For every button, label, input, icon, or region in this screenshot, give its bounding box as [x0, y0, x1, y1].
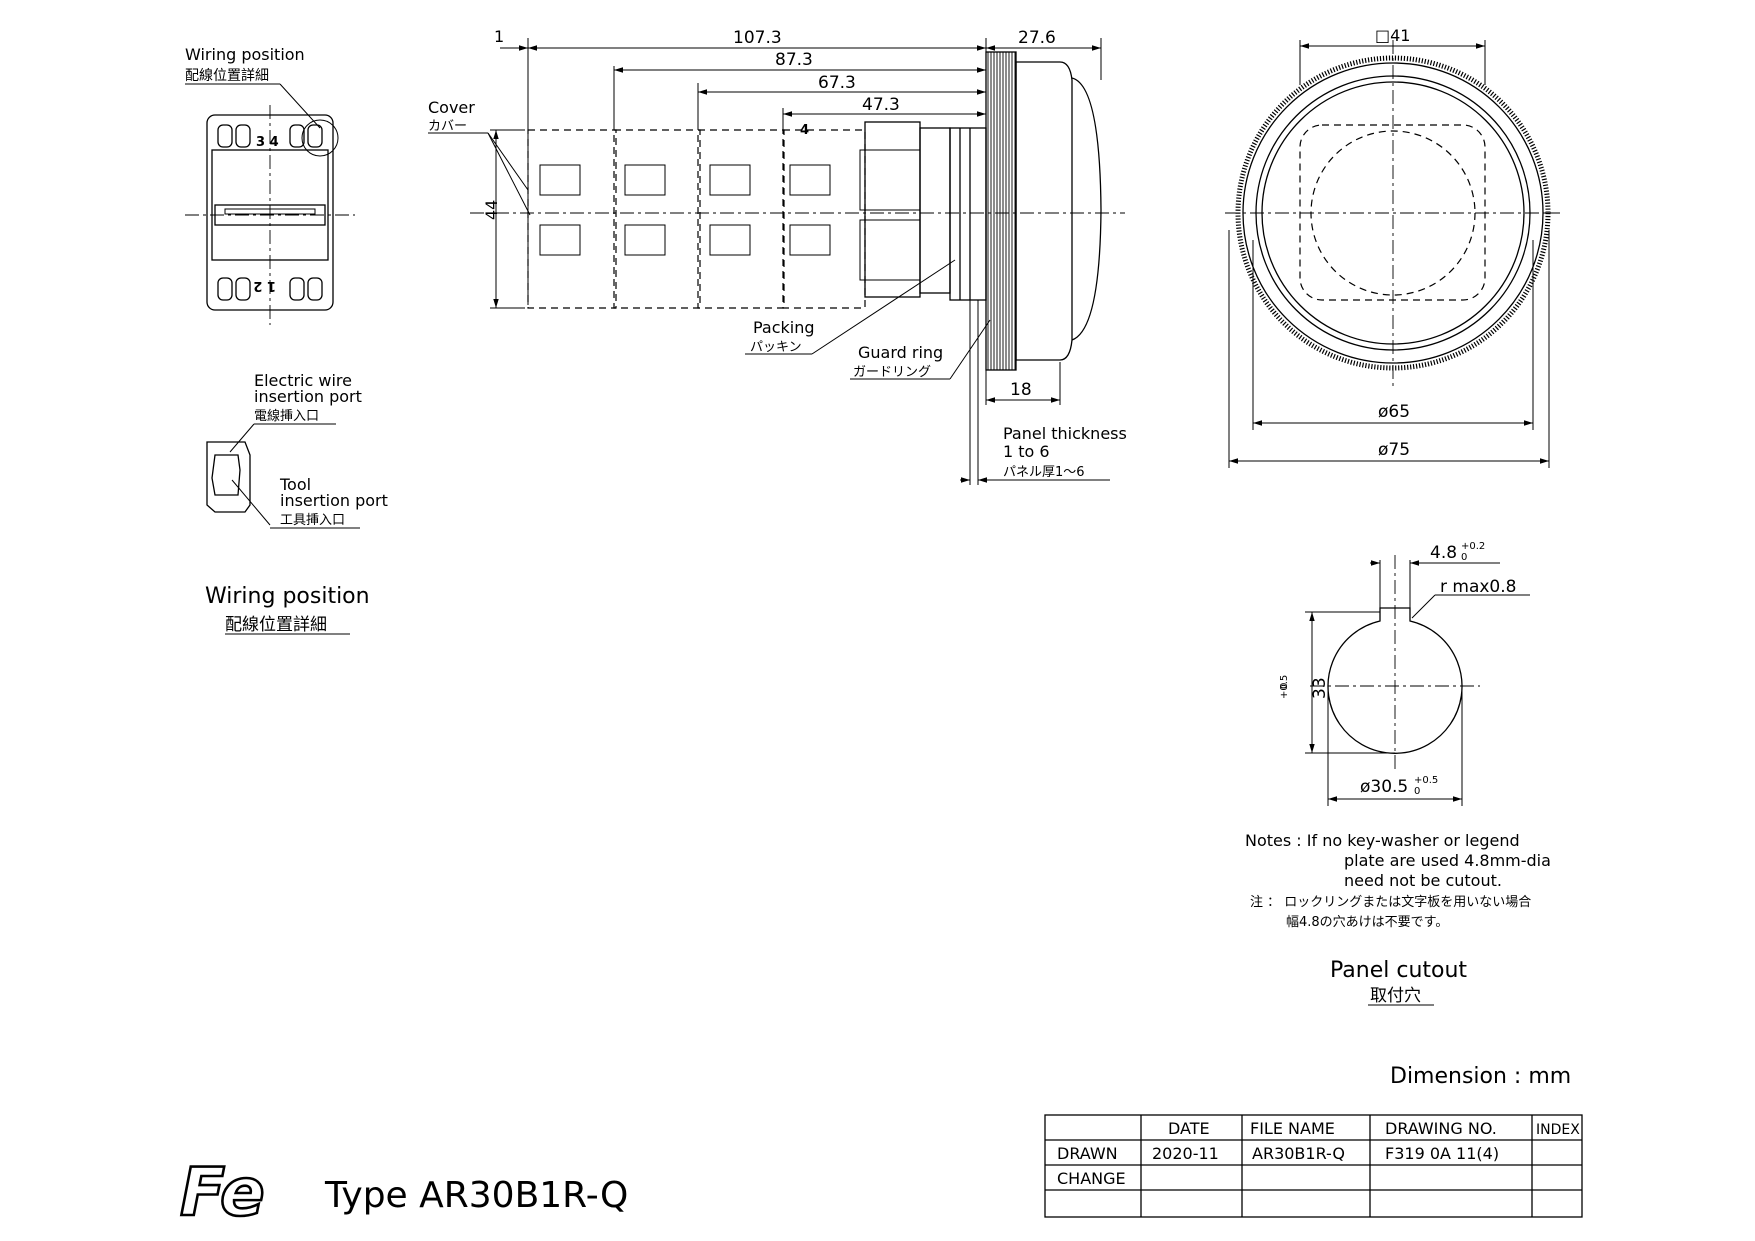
panel-cutout-title-en: Panel cutout [1330, 958, 1467, 983]
title-header-drawing-no: DRAWING NO. [1385, 1119, 1497, 1138]
tool-label-2: insertion port [280, 491, 388, 510]
note-en-3: need not be cutout. [1344, 871, 1502, 890]
cover-label-jp: カバー [428, 119, 467, 134]
title-row-change-label: CHANGE [1057, 1169, 1126, 1188]
dim-27-6: 27.6 [1018, 28, 1056, 48]
type-label: Type AR30B1R-Q [324, 1175, 628, 1216]
panel-cutout-view: 4.8 +0.2 0 r max0.8 33 +0.5 0 ø30.5 +0.5… [1245, 541, 1551, 1006]
note-en-1: Notes : If no key-washer or legend [1245, 831, 1520, 850]
wiring-title-jp: 配線位置詳細 [225, 615, 327, 635]
panel-thickness-label-jp: パネル厚1～6 [1003, 465, 1085, 480]
guard-ring-knurl [985, 51, 1017, 371]
dimension-unit-label: Dimension : mm [1390, 1064, 1571, 1089]
dim-sq41: □41 [1375, 26, 1410, 45]
dim-cutout-dia-tol-upper: +0.5 [1414, 775, 1438, 786]
wiring-title-en: Wiring position [205, 584, 370, 609]
panel-cutout-title-jp: 取付穴 [1370, 986, 1421, 1006]
title-header-date: DATE [1168, 1119, 1210, 1138]
dim-cutout-dia-tol-lower: 0 [1414, 786, 1420, 797]
guard-ring-label-jp: ガードリング [853, 365, 931, 380]
front-view: □41 ø65 ø75 [1225, 26, 1560, 468]
title-row-drawn-file: AR30B1R-Q [1252, 1144, 1345, 1163]
company-logo: Fe [179, 1153, 266, 1233]
contact-blocks: 4 [527, 123, 921, 309]
dim-44: 44 [482, 200, 501, 220]
dim-r-max: r max0.8 [1440, 577, 1516, 597]
insertion-port-detail: Electric wire insertion port 電線挿入口 Tool … [205, 371, 388, 635]
title-row-drawn-date: 2020-11 [1152, 1144, 1219, 1163]
module-number-label: 4 [800, 123, 809, 138]
tool-label-jp: 工具挿入口 [280, 513, 345, 528]
dim-phi65: ø65 [1378, 402, 1410, 422]
title-row-drawn-label: DRAWN [1057, 1144, 1118, 1163]
panel-thickness-label-1: Panel thickness [1003, 424, 1127, 443]
dim-107-3: 107.3 [733, 28, 782, 48]
title-header-index: INDEX [1536, 1122, 1580, 1138]
title-header-file-name: FILE NAME [1250, 1119, 1335, 1138]
dim-18: 18 [1010, 380, 1032, 400]
dim-67-3: 67.3 [818, 73, 856, 93]
note-jp-2: 幅4.8の穴あけは不要です。 [1286, 915, 1448, 930]
note-en-2: plate are used 4.8mm-dia [1344, 851, 1551, 870]
dim-phi75: ø75 [1378, 440, 1410, 460]
title-row-drawn-number: F319 0A 11(4) [1385, 1144, 1499, 1163]
dim-47-3: 47.3 [862, 95, 900, 115]
terminal-label-12: 1 2 [253, 278, 276, 293]
dim-key-width: 4.8 [1430, 543, 1457, 563]
electric-wire-label-jp: 電線挿入口 [254, 408, 319, 424]
dim-87-3: 87.3 [775, 50, 813, 70]
terminal-label-34: 3 4 [256, 135, 279, 150]
packing-label-jp: パッキン [750, 340, 802, 355]
wiring-detail-view: Wiring position 配線位置詳細 3 4 1 2 [185, 45, 355, 325]
title-block: DATE FILE NAME DRAWING NO. INDEX DRAWN 2… [1044, 1114, 1583, 1218]
note-jp-1: 注 ： ロックリングまたは文字板を用いない場合 [1250, 895, 1531, 910]
lower-terminals: 1 2 [217, 277, 323, 301]
dim-cutout-height: 33 [1310, 677, 1330, 699]
dim-cutout-height-tol-lower: 0 [1279, 683, 1290, 689]
packing-label-en: Packing [753, 318, 815, 337]
electric-wire-label-1: Electric wire [254, 371, 352, 390]
tool-label-1: Tool [279, 475, 311, 494]
dim-key-width-tol-upper: +0.2 [1461, 541, 1485, 552]
electric-wire-label-2: insertion port [254, 387, 362, 406]
dim-1: 1 [494, 27, 504, 46]
wiring-detail-label-en: Wiring position [185, 45, 305, 64]
guard-ring-label-en: Guard ring [858, 343, 943, 362]
dim-key-width-tol-lower: 0 [1461, 552, 1467, 563]
side-view: 1 107.3 27.6 87.3 67.3 47.3 44 Cover カバー [428, 27, 1127, 485]
upper-terminals: 3 4 [217, 124, 323, 150]
cover-label-en: Cover [428, 98, 475, 117]
wiring-detail-label-jp: 配線位置詳細 [185, 68, 269, 84]
panel-thickness-label-2: 1 to 6 [1003, 442, 1050, 461]
logo-mark: Fe [180, 1154, 265, 1231]
dim-cutout-dia: ø30.5 [1360, 777, 1408, 797]
dim-cutout-height-tol-upper: +0.5 [1279, 675, 1290, 699]
